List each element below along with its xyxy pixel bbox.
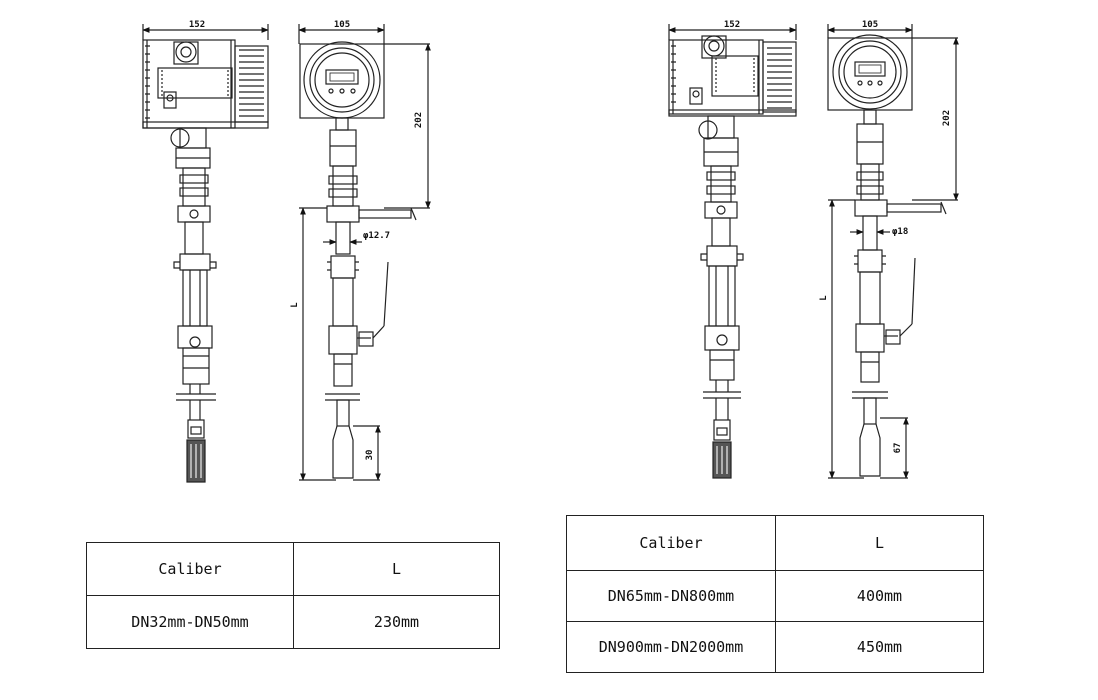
right-front-width-label: 152 bbox=[724, 20, 740, 30]
right-side-width-label: 105 bbox=[862, 20, 878, 30]
left-length-label: L bbox=[290, 302, 300, 308]
length-cell: 230mm bbox=[293, 595, 500, 649]
length-cell: 450mm bbox=[775, 621, 984, 673]
left-tip-label: 30 bbox=[365, 450, 375, 461]
right-front-view bbox=[668, 24, 797, 479]
left-side-width-label: 105 bbox=[334, 20, 350, 30]
length-cell: 400mm bbox=[775, 570, 984, 622]
right-side-view bbox=[827, 24, 959, 479]
table-row: DN32mm-DN50mm 230mm bbox=[86, 595, 500, 649]
header-length: L bbox=[775, 515, 984, 571]
left-height-label: 202 bbox=[414, 112, 424, 128]
caliber-cell: DN65mm-DN800mm bbox=[566, 570, 776, 622]
caliber-cell: DN900mm-DN2000mm bbox=[566, 621, 776, 673]
spec-table-left: Caliber L DN32mm-DN50mm 230mm bbox=[86, 542, 500, 649]
table-row: DN900mm-DN2000mm 450mm bbox=[566, 621, 984, 673]
header-length: L bbox=[293, 542, 500, 596]
header-caliber: Caliber bbox=[86, 542, 294, 596]
header-caliber: Caliber bbox=[566, 515, 776, 571]
left-side-view bbox=[298, 24, 431, 481]
left-probe-dia-label: φ12.7 bbox=[363, 231, 390, 241]
right-height-label: 202 bbox=[942, 110, 952, 126]
table-header-row: Caliber L bbox=[566, 515, 984, 571]
right-probe-dia-label: φ18 bbox=[892, 227, 908, 237]
left-front-view bbox=[142, 24, 269, 483]
caliber-cell: DN32mm-DN50mm bbox=[86, 595, 294, 649]
spec-table-right: Caliber L DN65mm-DN800mm 400mm DN900mm-D… bbox=[566, 515, 984, 673]
table-header-row: Caliber L bbox=[86, 542, 500, 596]
left-front-width-label: 152 bbox=[189, 20, 205, 30]
right-length-label: L bbox=[819, 295, 829, 301]
table-row: DN65mm-DN800mm 400mm bbox=[566, 570, 984, 622]
technical-drawing: 152 105 202 φ12.7 L 30 bbox=[142, 20, 959, 483]
right-tip-label: 67 bbox=[893, 443, 903, 454]
